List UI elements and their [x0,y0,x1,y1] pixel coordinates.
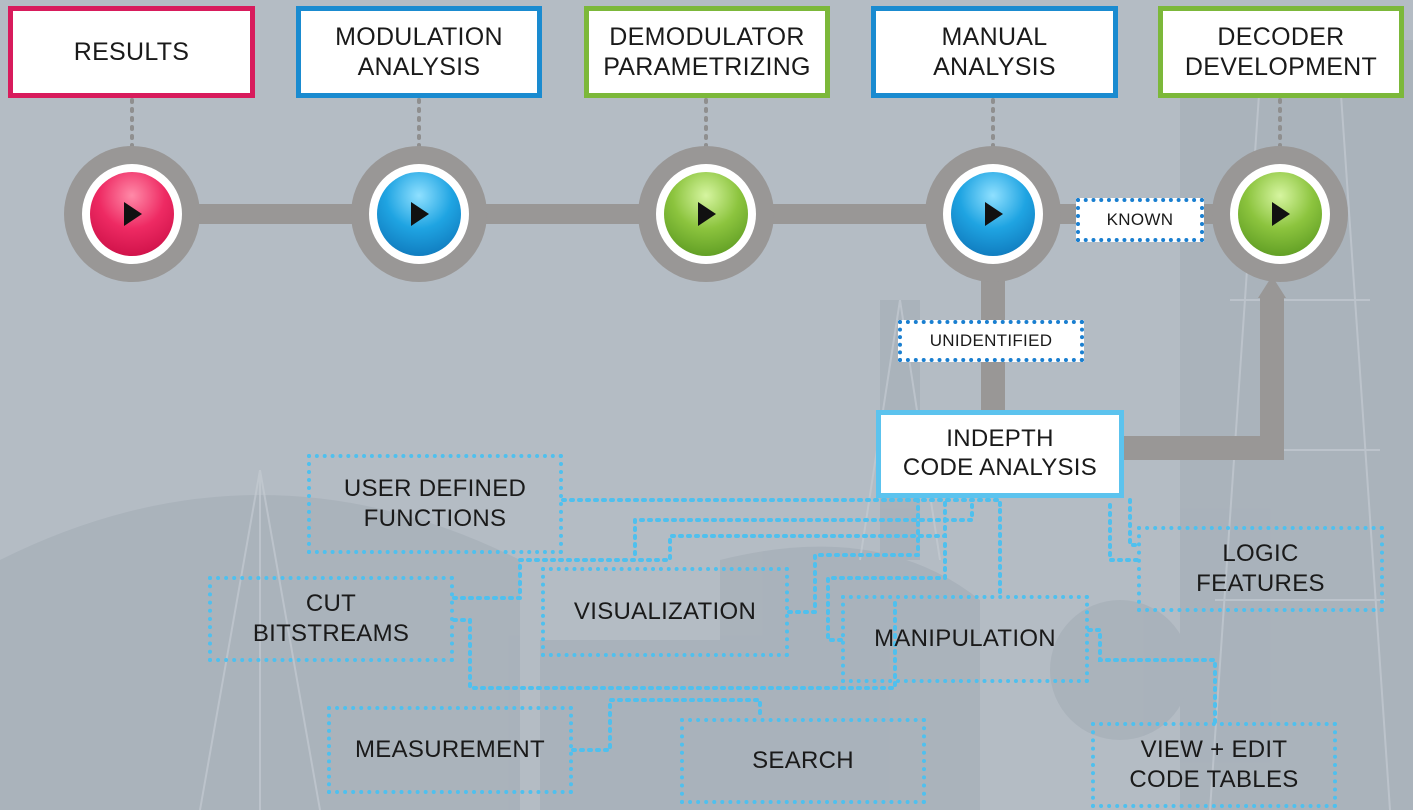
feature-connector-line [452,498,947,600]
feature-search[interactable]: SEARCH [680,718,926,804]
feature-cut-bitstreams[interactable]: CUT BITSTREAMS [208,576,454,662]
stage-modulation-analysis[interactable]: MODULATION ANALYSIS [296,6,542,98]
feature-logic-features[interactable]: LOGIC FEATURES [1137,526,1384,612]
tag-known: KNOWN [1076,198,1204,242]
feature-connector-line [826,538,947,642]
arrow-head-icon [1258,276,1286,298]
feature-connector-line [1087,628,1217,724]
stage-demodulator-parametrizing[interactable]: DEMODULATOR PARAMETRIZING [584,6,830,98]
play-icon [411,202,429,226]
node-results[interactable] [64,146,200,282]
node-demodulator-parametrizing[interactable] [638,146,774,282]
indepth-code-analysis-box[interactable]: INDEPTH CODE ANALYSIS [876,410,1124,498]
tag-unidentified: UNIDENTIFIED [898,320,1084,362]
indepth-to-decoder-arrow [1122,296,1284,460]
feature-connector-line [452,598,897,690]
feature-connector-line [561,498,1002,512]
play-icon [1272,202,1290,226]
play-icon [698,202,716,226]
stage-manual-analysis[interactable]: MANUAL ANALYSIS [871,6,1118,98]
feature-view-edit-code-tables[interactable]: VIEW + EDIT CODE TABLES [1091,722,1337,808]
node-manual-analysis[interactable] [925,146,1061,282]
stage-decoder-development[interactable]: DECODER DEVELOPMENT [1158,6,1404,98]
node-modulation-analysis[interactable] [351,146,487,282]
feature-connector-line [633,498,974,556]
node-decoder-development[interactable] [1212,146,1348,282]
feature-manipulation[interactable]: MANIPULATION [841,595,1089,683]
feature-visualization[interactable]: VISUALIZATION [541,567,789,657]
feature-connector-line [571,698,762,752]
feature-measurement[interactable]: MEASUREMENT [327,706,573,794]
play-icon [124,202,142,226]
play-icon [985,202,1003,226]
feature-connector-line [1128,498,1139,547]
stage-results[interactable]: RESULTS [8,6,255,98]
feature-connector-line [1108,498,1139,562]
feature-connector-line [787,498,920,614]
feature-user-defined-functions[interactable]: USER DEFINED FUNCTIONS [307,454,563,554]
